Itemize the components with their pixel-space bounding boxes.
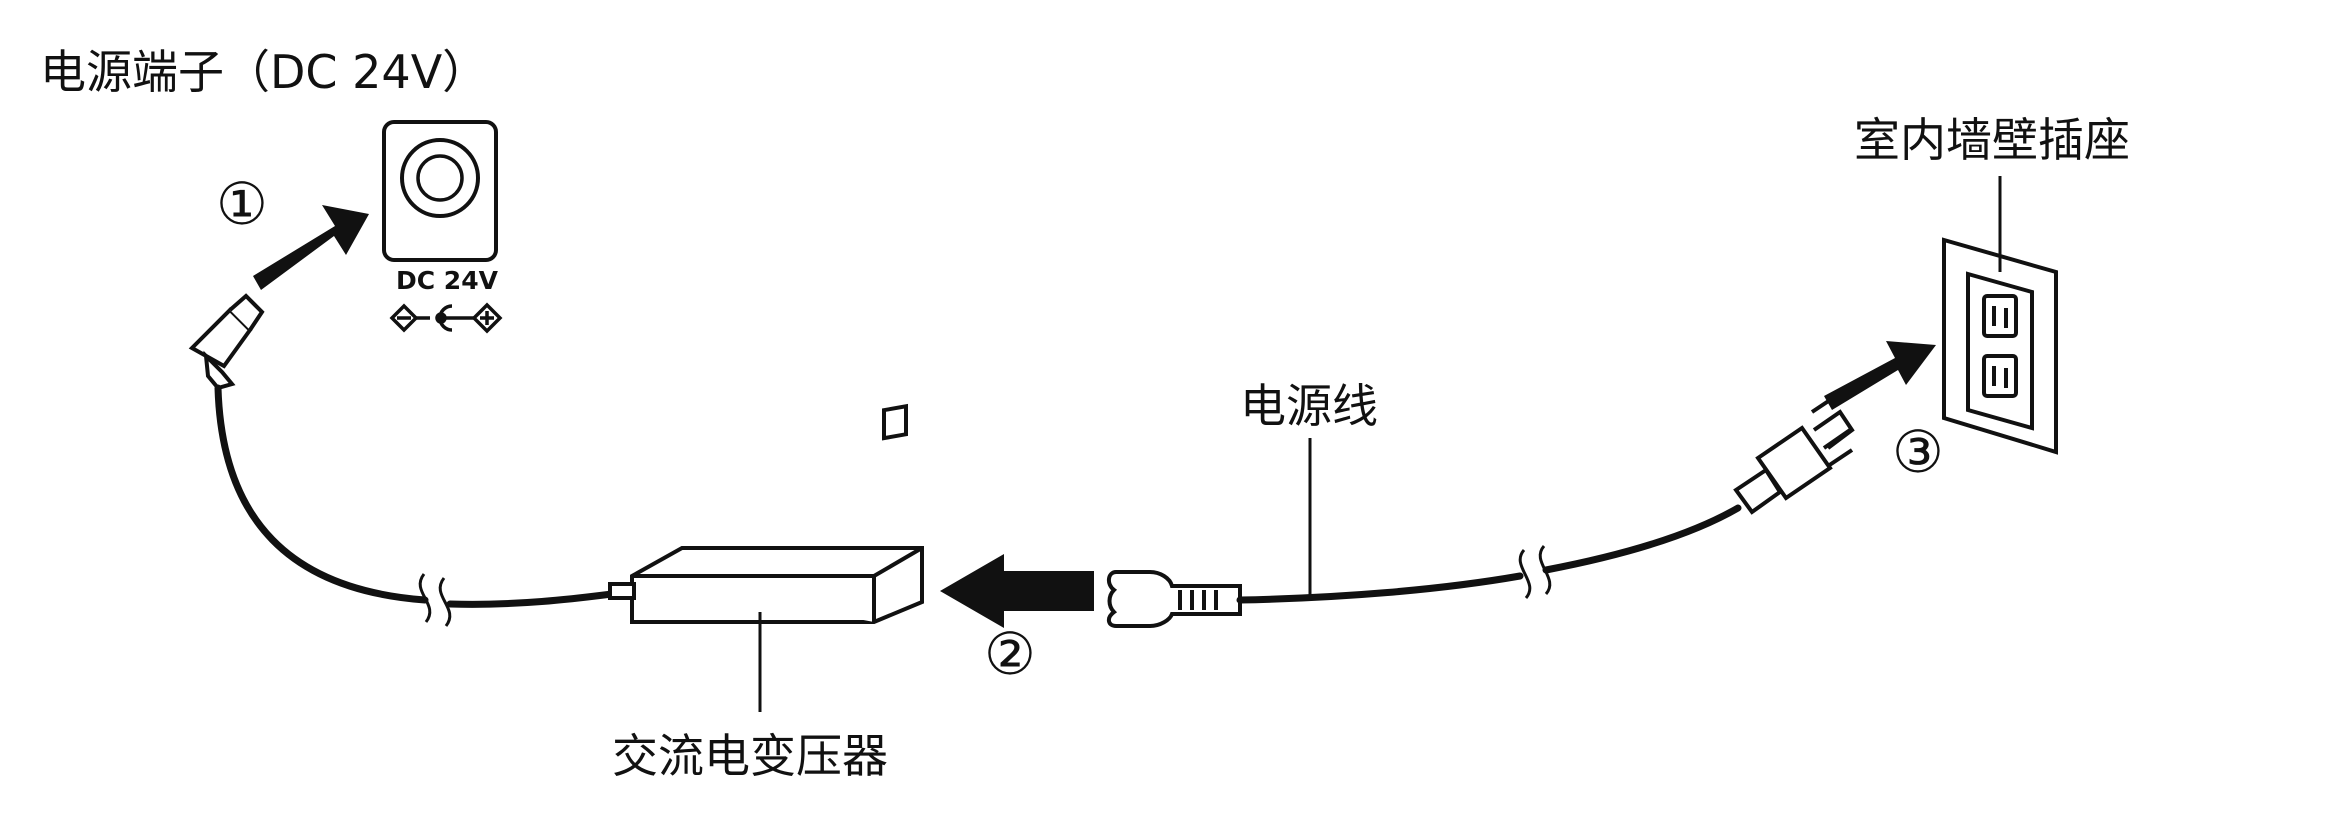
dc-cable: [214, 384, 616, 608]
arrow-step-1: [253, 205, 369, 290]
power-cord: [1236, 504, 1742, 604]
arrow-step-3: [1824, 341, 1936, 410]
jack-rating-label: DC 24V: [396, 266, 498, 295]
power-cord-connector: [1107, 570, 1242, 628]
wall-outlet: [1942, 237, 2058, 455]
polarity-symbol: [389, 302, 503, 334]
cable-break-right: [1518, 545, 1552, 599]
dc-plug: [188, 293, 265, 391]
ac-adapter: [608, 403, 924, 624]
wall-outlet-label: 室内墙壁插座: [1854, 113, 2130, 167]
wall-plug: [1733, 394, 1855, 515]
ac-adapter-label: 交流电变压器: [612, 729, 888, 783]
power-cord-label: 电源线: [1240, 379, 1378, 433]
dc-jack: [382, 120, 498, 262]
step-2-marker: ②: [984, 620, 1036, 688]
step-3-marker: ③: [1892, 418, 1944, 486]
arrow-step-2: [940, 554, 1094, 628]
power-terminal-label: 电源端子（DC 24V）: [40, 45, 489, 99]
step-1-marker: ①: [216, 170, 268, 238]
cable-break-left: [418, 573, 452, 627]
